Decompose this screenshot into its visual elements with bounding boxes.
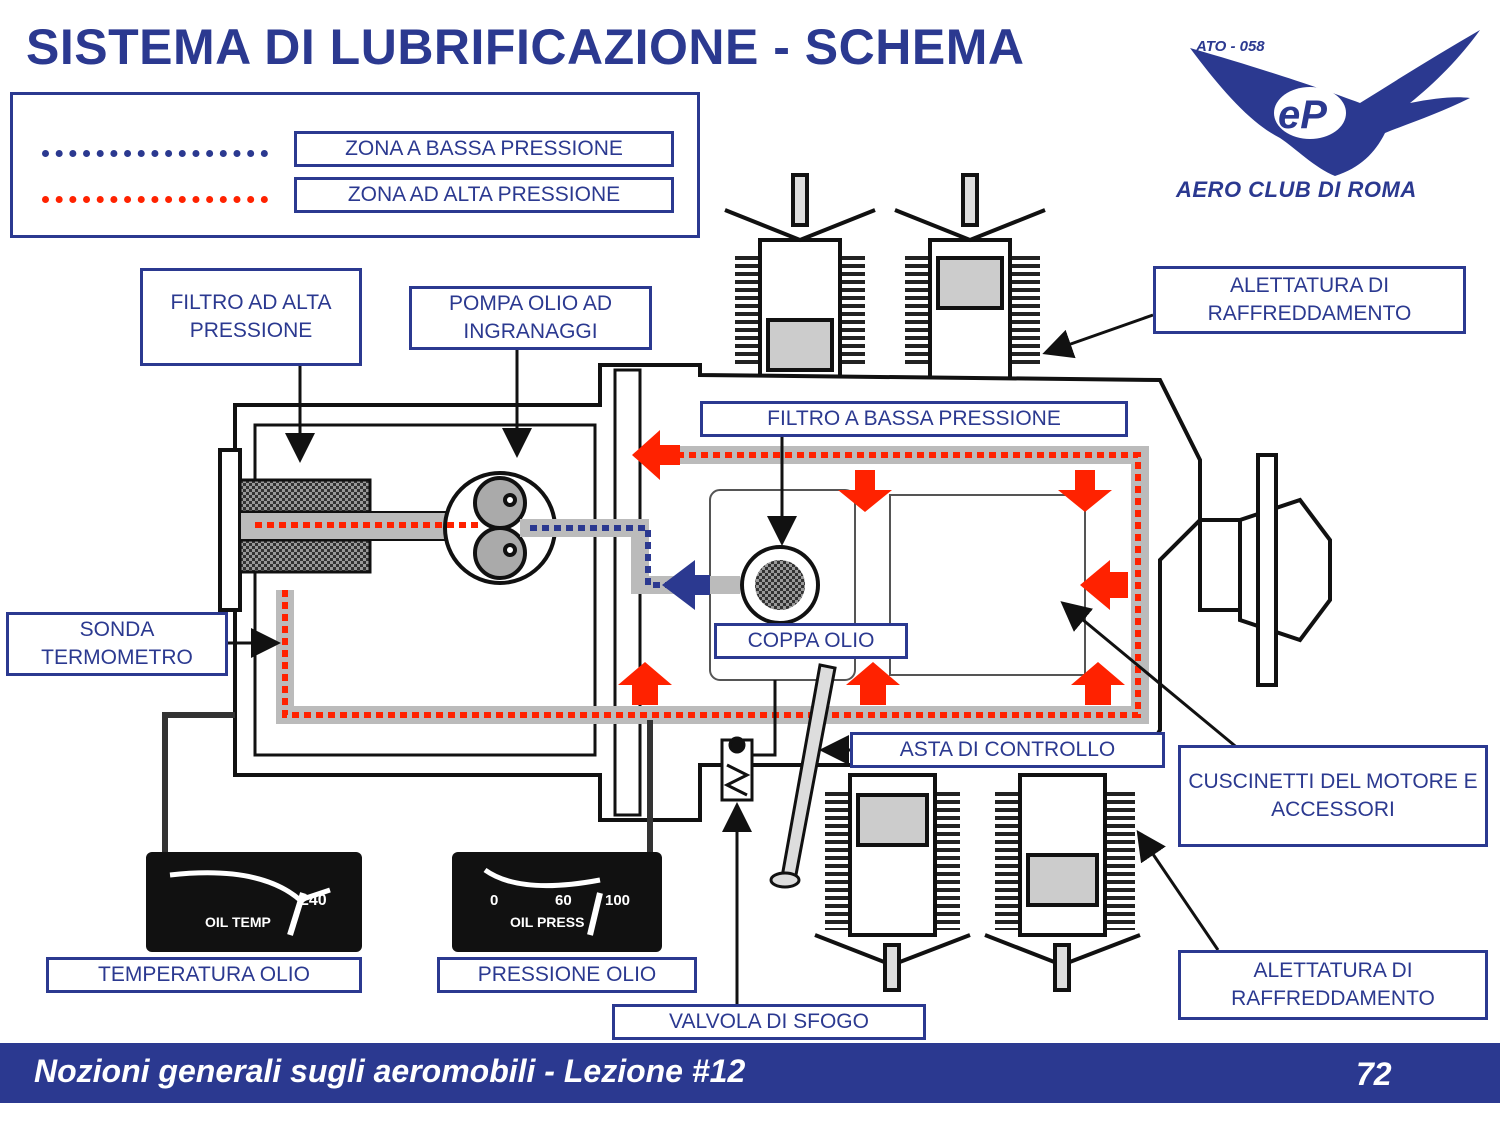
- footer-bar: [0, 1043, 1500, 1103]
- gauge-temp-caption: OIL TEMP: [205, 914, 271, 930]
- slide-title: SISTEMA DI LUBRIFICAZIONE - SCHEMA: [26, 19, 1025, 75]
- label-temperature-probe: SONDA TERMOMETRO: [6, 612, 228, 676]
- high-pressure-line-sample: [42, 196, 268, 203]
- legend-low-pressure: ZONA A BASSA PRESSIONE: [294, 131, 674, 167]
- gauge-press-scale-100: 100: [605, 892, 630, 909]
- low-pressure-flow-arrow: [662, 560, 710, 610]
- oil-pressure-gauge: 0 60 100 OIL PRESS: [452, 852, 662, 952]
- legend-box: [10, 92, 700, 238]
- high-pressure-path: [255, 452, 1141, 718]
- cylinder-top-right: [894, 173, 1046, 382]
- footer-course-title: Nozioni generali sugli aeromobili - Lezi…: [34, 1053, 746, 1089]
- gauge-press-scale-60: 60: [555, 892, 572, 909]
- logo-name: AERO CLUB DI ROMA: [1176, 177, 1417, 202]
- label-oil-sump: COPPA OLIO: [714, 623, 908, 659]
- leader-arrows: [227, 313, 1241, 1005]
- logo-code: ATO - 058: [1196, 38, 1265, 55]
- label-cooling-fins-top: ALETTATURA DI RAFFREDDAMENTO: [1153, 266, 1466, 334]
- svg-text:eP: eP: [1278, 93, 1327, 137]
- propeller-hub: [1198, 453, 1332, 687]
- dipstick: [769, 663, 837, 889]
- label-oil-temperature: TEMPERATURA OLIO: [46, 957, 362, 993]
- low-pressure-line-sample: [42, 150, 268, 157]
- cylinder-bottom-right: [984, 773, 1141, 992]
- gauge-press-caption: OIL PRESS: [510, 914, 584, 930]
- label-oil-pressure: PRESSIONE OLIO: [437, 957, 697, 993]
- label-relief-valve: VALVOLA DI SFOGO: [612, 1004, 926, 1040]
- relief-valve: [720, 680, 777, 802]
- gear-oil-pump: [443, 471, 557, 585]
- label-low-pressure-filter: FILTRO A BASSA PRESSIONE: [700, 401, 1128, 437]
- label-engine-bearings: CUSCINETTI DEL MOTORE E ACCESSORI: [1178, 745, 1488, 847]
- legend-high-pressure: ZONA AD ALTA PRESSIONE: [294, 177, 674, 213]
- low-pressure-path: [530, 525, 700, 588]
- page-number: 72: [1356, 1056, 1392, 1092]
- cylinder-top-left: [724, 173, 876, 382]
- gauge-press-scale-0: 0: [490, 892, 498, 909]
- label-dipstick: ASTA DI CONTROLLO: [850, 732, 1165, 768]
- label-gear-oil-pump: POMPA OLIO AD INGRANAGGI: [409, 286, 652, 350]
- label-high-pressure-filter: FILTRO AD ALTA PRESSIONE: [140, 268, 362, 366]
- label-cooling-fins-bottom: ALETTATURA DI RAFFREDDAMENTO: [1178, 950, 1488, 1020]
- high-pressure-flow-arrows: [618, 430, 1128, 705]
- cylinder-bottom-left: [814, 773, 971, 992]
- oil-temperature-gauge: 240 OIL TEMP: [146, 852, 362, 952]
- gauge-temp-scale: 240: [300, 892, 327, 909]
- eagle-logo-icon: eP: [1190, 30, 1480, 176]
- high-pressure-filter: [238, 478, 372, 514]
